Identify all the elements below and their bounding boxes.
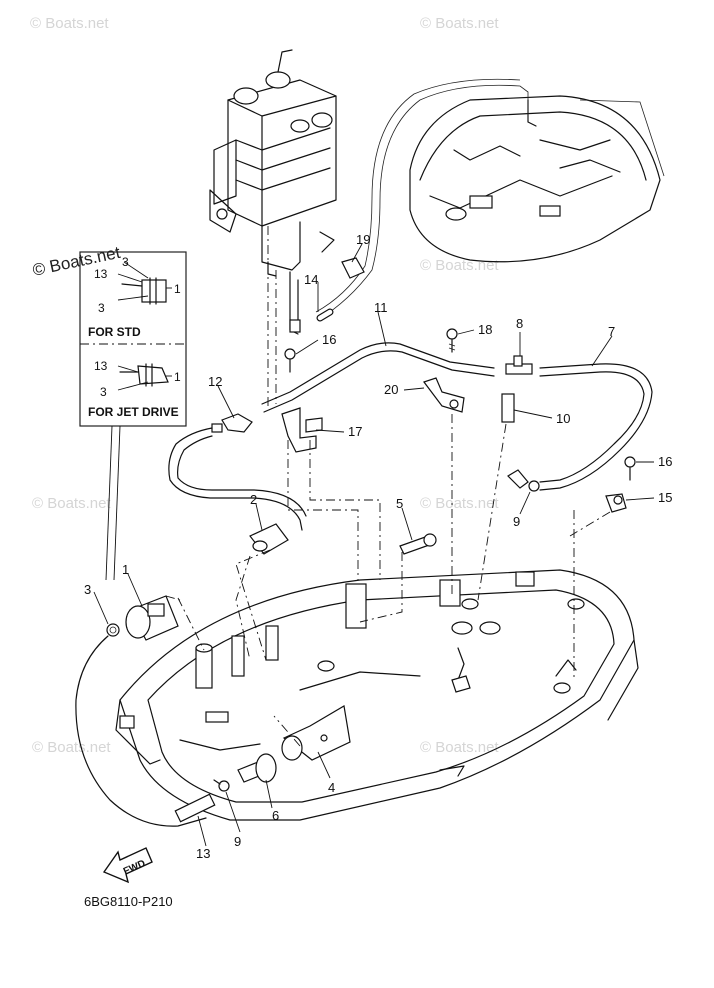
watermark: © Boats.net [420, 15, 499, 32]
plug-4 [281, 705, 351, 761]
inset-jet-label: 1 [174, 370, 181, 384]
callout-20: 20 [384, 382, 398, 397]
watermark-strong: © Boats.net [31, 243, 122, 280]
bolt-16-upper [284, 348, 296, 373]
callout-1: 1 [122, 562, 129, 577]
inset-panel [79, 251, 187, 581]
joint-8 [505, 355, 533, 375]
watermark: © Boats.net [420, 739, 499, 756]
inset-caption-std: FOR STD [88, 325, 141, 339]
callout-9-lower: 9 [234, 834, 241, 849]
assembly-lines [165, 226, 611, 747]
inset-jet-label: 13 [94, 359, 108, 373]
inset-std-label: 3 [122, 255, 129, 269]
grommet-2 [249, 523, 289, 555]
callout-2: 2 [250, 492, 257, 507]
upper-cover-illustration [409, 95, 665, 263]
callout-9-upper: 9 [513, 514, 520, 529]
nipple-6 [237, 753, 277, 783]
callout-10: 10 [556, 411, 570, 426]
hose-7 [539, 363, 653, 491]
bracket-20 [423, 377, 465, 413]
callout-18: 18 [478, 322, 492, 337]
callout-16-right: 16 [658, 454, 672, 469]
bolt-18 [446, 328, 458, 353]
inset-std-label: 3 [98, 301, 105, 315]
callout-5: 5 [396, 496, 403, 511]
clamp-9-lower [213, 779, 230, 792]
watermark-group: © Boats.net © Boats.net © Boats.net © Bo… [30, 15, 499, 756]
hose-14 [316, 308, 334, 322]
engine-powerhead-illustration [209, 49, 337, 335]
hose-10 [501, 393, 515, 423]
callout-15: 15 [658, 490, 672, 505]
leader-lines [93, 243, 655, 847]
watermark: © Boats.net [420, 495, 499, 512]
screw-5 [399, 533, 437, 555]
callout-4: 4 [328, 780, 335, 795]
watermark: © Boats.net [30, 15, 109, 32]
callout-14: 14 [304, 272, 318, 287]
inset-caption-jet: FOR JET DRIVE [88, 405, 179, 419]
callout-11: 11 [374, 300, 388, 315]
hose-lower-loop [168, 427, 307, 531]
inset-std-label: 13 [94, 267, 108, 281]
inset-std-label: 1 [174, 282, 181, 296]
callout-16-upper: 16 [322, 332, 336, 347]
hose-upper-loop [315, 78, 529, 321]
watermark: © Boats.net [32, 739, 111, 756]
callout-3: 3 [84, 582, 91, 597]
bottom-cowling-illustration [115, 569, 639, 821]
bolt-16-right [624, 456, 636, 481]
callout-12: 12 [208, 374, 222, 389]
fitting-9-upper [507, 469, 540, 492]
fwd-arrow-icon [102, 847, 153, 884]
clamp-3 [106, 623, 120, 637]
watermark: © Boats.net [420, 257, 499, 274]
clamp-19 [341, 257, 365, 279]
inset-jet-label: 3 [100, 385, 107, 399]
callout-13: 13 [196, 846, 210, 861]
clip-15 [605, 493, 627, 513]
hose-11 [261, 342, 495, 413]
callout-17: 17 [348, 424, 362, 439]
callout-8: 8 [516, 316, 523, 331]
grommet-1 [125, 595, 179, 641]
callout-7: 7 [608, 324, 615, 339]
diagram-code: 6BG8110-P210 [84, 894, 173, 909]
callout-6: 6 [272, 808, 279, 823]
watermark: © Boats.net [32, 495, 111, 512]
callout-19: 19 [356, 232, 370, 247]
joint-12 [211, 413, 253, 433]
hose-13 [75, 635, 216, 827]
